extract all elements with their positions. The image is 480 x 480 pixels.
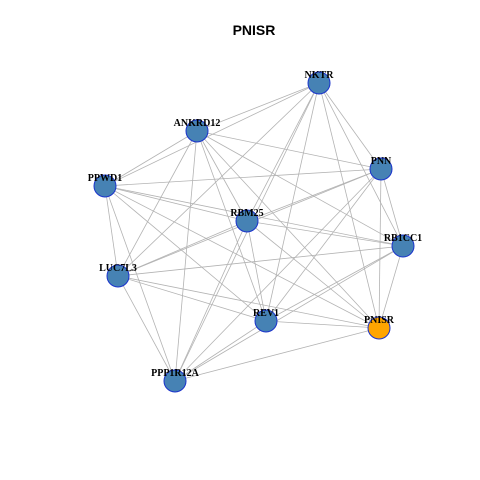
edge-ppwd1-rbm25 — [104, 185, 248, 222]
edge-pnisr-ppp1r12a — [174, 327, 380, 382]
edge-pnn-rev1 — [265, 168, 382, 322]
node-ppwd1[interactable] — [93, 174, 117, 198]
edge-pnn-ppp1r12a — [174, 168, 382, 382]
edge-pnn-ppwd1 — [104, 168, 382, 187]
edge-nktr-rbm25 — [246, 82, 320, 222]
node-ppp1r12a[interactable] — [163, 369, 187, 393]
edge-rb1cc1-ppp1r12a — [174, 245, 404, 382]
node-label-luc7l3: LUC7L3 — [99, 263, 137, 274]
edge-ankrd12-pnisr — [196, 130, 380, 329]
edge-ankrd12-rb1cc1 — [196, 130, 404, 247]
edge-nktr-rev1 — [265, 82, 320, 322]
node-rb1cc1[interactable] — [391, 234, 415, 258]
node-nktr[interactable] — [307, 71, 331, 95]
edge-luc7l3-rev1 — [117, 275, 267, 322]
edge-ankrd12-pnn — [196, 130, 382, 170]
edge-ankrd12-ppwd1 — [104, 130, 198, 187]
edge-ankrd12-luc7l3 — [117, 130, 198, 277]
edge-nktr-pnisr — [318, 82, 380, 329]
edge-rb1cc1-luc7l3 — [117, 245, 404, 277]
node-rev1[interactable] — [254, 309, 278, 333]
edge-ankrd12-rev1 — [196, 130, 267, 322]
node-rbm25[interactable] — [235, 209, 259, 233]
edge-rev1-pnisr — [265, 320, 380, 329]
node-label-nktr: NKTR — [305, 70, 335, 81]
node-pnisr[interactable] — [367, 316, 391, 340]
edge-ppwd1-luc7l3 — [104, 185, 119, 277]
edge-ppwd1-rev1 — [104, 185, 267, 322]
edge-nktr-pnn — [318, 82, 382, 170]
node-label-rev1: REV1 — [253, 308, 279, 319]
edge-layer — [104, 82, 404, 382]
edge-rbm25-rev1 — [246, 220, 267, 322]
node-luc7l3[interactable] — [106, 264, 130, 288]
edge-nktr-ankrd12 — [196, 82, 320, 132]
edge-pnn-rb1cc1 — [380, 168, 404, 247]
edge-nktr-luc7l3 — [117, 82, 320, 277]
node-ankrd12[interactable] — [185, 119, 209, 143]
edge-rbm25-rb1cc1 — [246, 220, 404, 247]
edge-rb1cc1-rev1 — [265, 245, 404, 322]
node-label-ankrd12: ANKRD12 — [174, 118, 221, 129]
edge-rev1-ppp1r12a — [174, 320, 267, 382]
node-pnn[interactable] — [369, 157, 393, 181]
node-label-rb1cc1: RB1CC1 — [384, 233, 422, 244]
edge-luc7l3-ppp1r12a — [117, 275, 176, 382]
node-layer — [93, 71, 415, 393]
edge-rbm25-luc7l3 — [117, 220, 248, 277]
graph-title: PNISR — [233, 22, 276, 38]
node-label-pnn: PNN — [371, 156, 392, 167]
edge-ankrd12-rbm25 — [196, 130, 248, 222]
edge-rb1cc1-pnisr — [378, 245, 404, 329]
edge-rbm25-ppp1r12a — [174, 220, 248, 382]
node-label-ppp1r12a: PPP1R12A — [151, 368, 200, 379]
edge-ppwd1-pnisr — [104, 185, 380, 329]
edge-ankrd12-ppp1r12a — [174, 130, 198, 382]
node-label-pnisr: PNISR — [364, 315, 395, 326]
edge-luc7l3-pnisr — [117, 275, 380, 329]
edge-rbm25-pnisr — [246, 220, 380, 329]
node-label-ppwd1: PPWD1 — [88, 173, 122, 184]
node-label-rbm25: RBM25 — [230, 208, 263, 219]
edge-ppwd1-ppp1r12a — [104, 185, 176, 382]
